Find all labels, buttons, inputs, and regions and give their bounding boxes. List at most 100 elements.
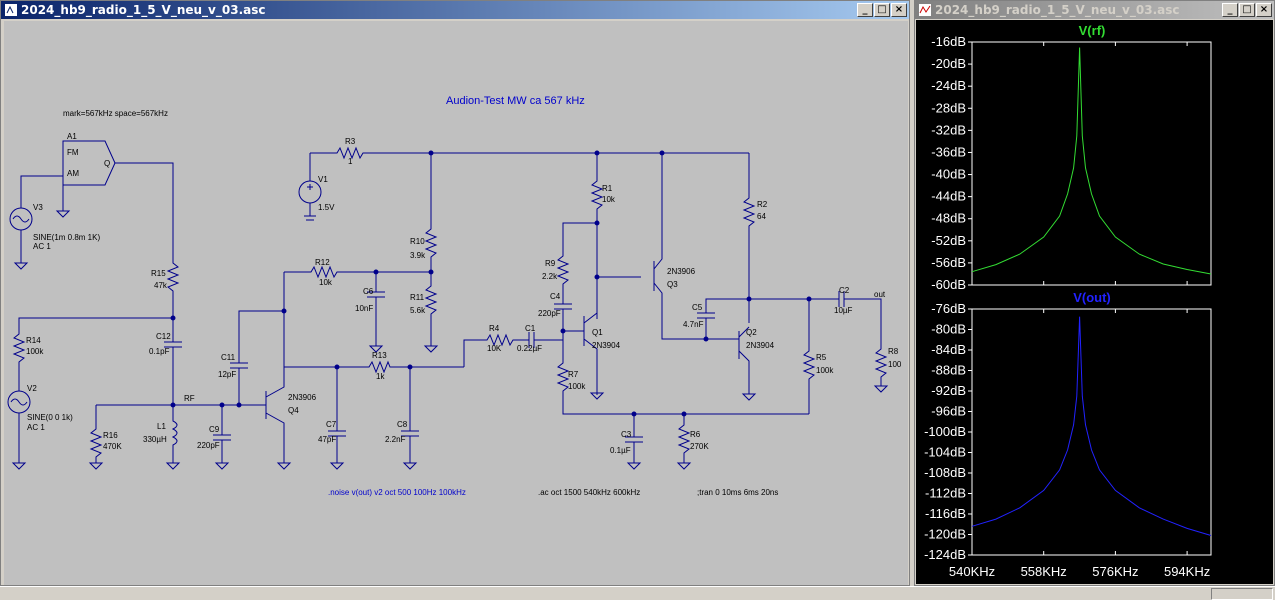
a1-am: AM xyxy=(67,169,79,178)
r13-value: 1k xyxy=(376,372,385,381)
tran-directive: ;tran 0 10ms 6ms 20ns xyxy=(697,488,778,497)
ytick-label-bottom-3: -88dB xyxy=(931,363,966,378)
ytick-label-top-10: -56dB xyxy=(931,255,966,270)
a1-fm: FM xyxy=(67,148,79,157)
rf-label: RF xyxy=(184,394,195,403)
r1-value: 10k xyxy=(602,195,616,204)
ytick-label-bottom-8: -108dB xyxy=(924,465,966,480)
ytick-label-top-11: -60dB xyxy=(931,277,966,292)
r4-value: 10K xyxy=(487,344,502,353)
noise-directive: .noise v(out) v2 oct 500 100Hz 100kHz xyxy=(328,488,466,497)
v3-value2: AC 1 xyxy=(33,242,51,251)
ytick-label-bottom-0: -76dB xyxy=(931,301,966,316)
xtick-label-2: 576KHz xyxy=(1092,564,1138,579)
r13-name: R13 xyxy=(372,351,387,360)
schematic-window: 2024_hb9_radio_1_5_V_neu_v_03.asc _ □ × xyxy=(0,0,910,586)
q1-name: Q1 xyxy=(592,328,603,337)
c11-value: 12pF xyxy=(218,370,236,379)
r9-value: 2.2k xyxy=(542,272,558,281)
series-line-top xyxy=(971,47,1212,275)
maximize-button[interactable]: □ xyxy=(874,3,890,17)
r14-value: 100k xyxy=(26,347,44,356)
c2-name: C2 xyxy=(839,286,850,295)
q2-name: Q2 xyxy=(746,328,757,337)
schematic-title: 2024_hb9_radio_1_5_V_neu_v_03.asc xyxy=(21,3,266,17)
q4-model: 2N3906 xyxy=(288,393,317,402)
out-label: out xyxy=(874,290,886,299)
l1-name: L1 xyxy=(157,422,166,431)
c3-value: 0.1µF xyxy=(610,446,631,455)
r3-value: 1 xyxy=(348,157,353,166)
schematic-canvas[interactable]: Audion-Test MW ca 567 kHz mark=567kHz sp… xyxy=(4,21,908,585)
c3-name: C3 xyxy=(621,430,632,439)
ytick-label-top-9: -52dB xyxy=(931,233,966,248)
r14-name: R14 xyxy=(26,336,41,345)
ytick-label-bottom-11: -120dB xyxy=(924,527,966,542)
c8-name: C8 xyxy=(397,420,408,429)
c6-name: C6 xyxy=(363,287,374,296)
c12-value: 0.1pF xyxy=(149,347,170,356)
r11-value: 5.6k xyxy=(410,306,426,315)
minimize-button[interactable]: _ xyxy=(857,3,873,17)
r9-name: R9 xyxy=(545,259,556,268)
ytick-label-top-7: -44dB xyxy=(931,189,966,204)
r1-name: R1 xyxy=(602,184,613,193)
ac-directive: .ac oct 1500 540kHz 600kHz xyxy=(538,488,640,497)
r10-name: R10 xyxy=(410,237,425,246)
q2-model: 2N3904 xyxy=(746,341,775,350)
ytick-label-top-4: -32dB xyxy=(931,122,966,137)
ytick-label-bottom-2: -84dB xyxy=(931,342,966,357)
ytick-label-top-2: -24dB xyxy=(931,78,966,93)
r6-name: R6 xyxy=(690,430,701,439)
c8-value: 2.2nF xyxy=(385,435,406,444)
schematic-titlebar[interactable]: 2024_hb9_radio_1_5_V_neu_v_03.asc _ □ × xyxy=(1,1,909,19)
r8-value: 100 xyxy=(888,360,902,369)
ytick-label-top-5: -36dB xyxy=(931,144,966,159)
v3-value1: SINE(1m 0.8m 1K) xyxy=(33,233,100,242)
series-line-bottom xyxy=(971,316,1212,536)
ytick-label-top-1: -20dB xyxy=(931,56,966,71)
ytick-label-bottom-12: -124dB xyxy=(924,547,966,562)
r15-name: R15 xyxy=(151,269,166,278)
c5-name: C5 xyxy=(692,303,703,312)
c2-value: 10µF xyxy=(834,306,853,315)
ytick-label-top-6: -40dB xyxy=(931,167,966,182)
plot-close-button[interactable]: × xyxy=(1256,3,1272,17)
r4-name: R4 xyxy=(489,324,500,333)
plot-frame-top xyxy=(971,41,1212,286)
v2-name: V2 xyxy=(27,384,37,393)
ytick-label-top-0: -16dB xyxy=(931,34,966,49)
q1-model: 2N3904 xyxy=(592,341,621,350)
chart-bottom-title: V(out) xyxy=(1073,290,1111,305)
v2-value2: AC 1 xyxy=(27,423,45,432)
close-button[interactable]: × xyxy=(891,3,907,17)
plot-title: 2024_hb9_radio_1_5_V_neu_v_03.asc xyxy=(935,3,1180,17)
c12-name: C12 xyxy=(156,332,171,341)
ytick-label-bottom-4: -92dB xyxy=(931,383,966,398)
waveform-app-icon xyxy=(919,4,931,16)
v1-value: 1.5V xyxy=(318,203,335,212)
r6-value: 270K xyxy=(690,442,709,451)
r12-value: 10k xyxy=(319,278,333,287)
c9-value: 220pF xyxy=(197,441,220,450)
c4-name: C4 xyxy=(550,292,561,301)
c1-value: 0.22µF xyxy=(517,344,542,353)
r7-name: R7 xyxy=(568,370,579,379)
c1-name: C1 xyxy=(525,324,536,333)
ytick-label-bottom-6: -100dB xyxy=(924,424,966,439)
a1-q: Q xyxy=(104,159,110,168)
v1-name: V1 xyxy=(318,175,328,184)
r2-name: R2 xyxy=(757,200,768,209)
r8-name: R8 xyxy=(888,347,899,356)
plot-maximize-button[interactable]: □ xyxy=(1239,3,1255,17)
r5-value: 100k xyxy=(816,366,834,375)
plot-minimize-button[interactable]: _ xyxy=(1222,3,1238,17)
plot-titlebar[interactable]: 2024_hb9_radio_1_5_V_neu_v_03.asc _ □ × xyxy=(915,1,1274,19)
r16-value: 470K xyxy=(103,442,122,451)
waveform-plot[interactable]: V(rf) V(out) -16dB-20dB-24dB-28dB-32dB-3… xyxy=(916,20,1273,584)
ytick-label-bottom-7: -104dB xyxy=(924,445,966,460)
xtick-label-3: 594KHz xyxy=(1164,564,1210,579)
r15-value: 47k xyxy=(154,281,168,290)
chart-top-title: V(rf) xyxy=(1079,23,1106,38)
mark-text: mark=567kHz space=567kHz xyxy=(63,109,168,118)
